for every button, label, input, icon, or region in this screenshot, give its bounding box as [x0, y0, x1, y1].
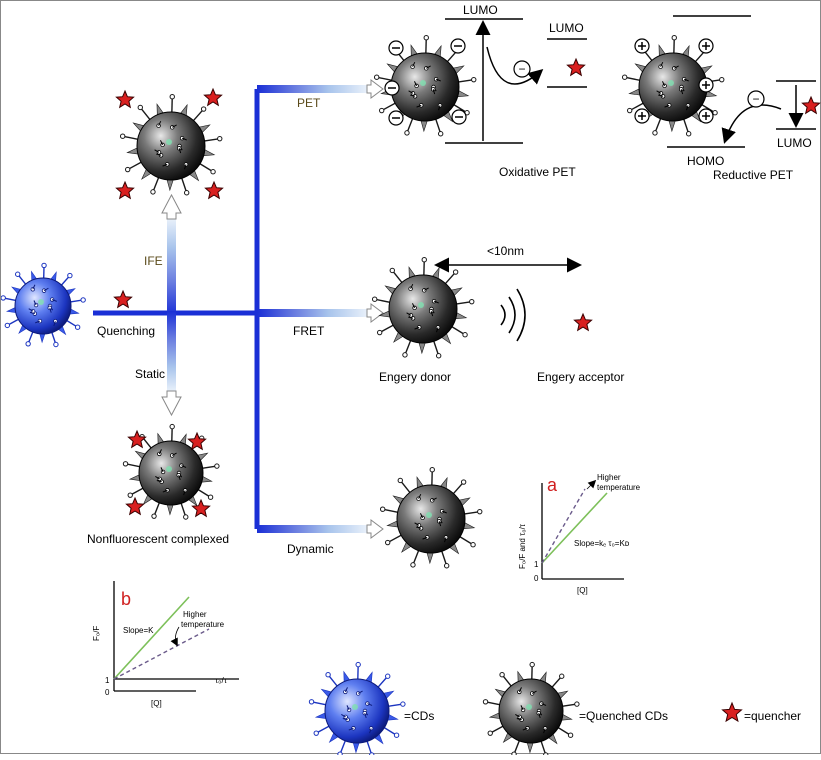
pet-arrow-icon — [367, 80, 383, 98]
reductive-quencher-star-icon — [802, 97, 819, 113]
nonfluorescent-label: Nonfluorescent complexed — [87, 532, 229, 546]
reductive-electron-arrow — [725, 105, 781, 141]
static-arrow-icon — [162, 391, 181, 415]
acceptor-lumo-label: LUMO — [549, 21, 584, 35]
negative-charge-icon-2 — [451, 39, 465, 53]
graph-b-annotation-1: Higher — [183, 610, 207, 619]
graph-a: a Higher temperature Slope=kₑ τ₀=Kᴅ [Q] … — [518, 473, 641, 595]
positive-charge-icon-5 — [699, 78, 713, 92]
graph-a-slope: Slope=kₑ τ₀=Kᴅ — [574, 539, 630, 548]
static-quencher-star-icon-2 — [188, 433, 205, 449]
ife-quencher-star-icon-1 — [116, 91, 133, 107]
starting-cd-particle-icon — [1, 263, 85, 346]
fret-label: FRET — [293, 324, 325, 338]
graph-b-slope: Slope=K — [123, 626, 154, 635]
energy-acceptor-label: Engery acceptor — [537, 370, 624, 384]
graph-a-y0: 1 — [534, 560, 539, 569]
donor-cd-icon — [372, 258, 473, 358]
free-quencher-star-icon — [114, 291, 131, 307]
graph-b-dashed-line — [114, 629, 209, 679]
negative-charge-icon-5 — [452, 110, 466, 124]
fret-arrow-icon — [367, 304, 383, 322]
static-label: Static — [135, 367, 165, 381]
distance-label: <10nm — [487, 244, 524, 258]
dynamic-cd-icon — [380, 468, 481, 568]
legend-quenched-cd-icon — [483, 662, 579, 755]
ife-arrow-icon — [162, 195, 181, 219]
pet-branch — [257, 85, 367, 93]
graph-a-annotation-2: temperature — [597, 483, 641, 492]
graph-a-xlabel: [Q] — [577, 586, 588, 595]
ife-quencher-star-icon-3 — [116, 182, 133, 198]
graph-a-annotation-1: Higher — [597, 473, 621, 482]
legend-quencher-label: =quencher — [744, 709, 801, 723]
electron-transfer-arrow — [487, 47, 541, 84]
fret-branch — [257, 309, 367, 317]
graph-a-ylabel: F₀/F and τ₀/τ — [518, 523, 527, 569]
dynamic-label: Dynamic — [287, 542, 334, 556]
oxidative-pet-title: Oxidative PET — [499, 165, 576, 179]
positive-charge-icon-3 — [635, 109, 649, 123]
svg-text:−: − — [518, 62, 525, 76]
static-branch — [167, 311, 176, 391]
energy-donor-label: Engery donor — [379, 370, 451, 384]
positive-charge-icon-1 — [635, 39, 649, 53]
positive-charge-icon-2 — [699, 39, 713, 53]
graph-b-solid-line — [114, 597, 189, 679]
graph-b-tag: b — [121, 589, 131, 609]
ife-quenched-cd-icon — [120, 95, 221, 195]
dynamic-branch — [257, 525, 367, 533]
reductive-homo-label: HOMO — [687, 154, 724, 168]
particles-layer — [1, 36, 724, 755]
graph-b-xlabel: [Q] — [151, 699, 162, 708]
pet-label: PET — [297, 96, 321, 110]
reductive-pet-title: Reductive PET — [713, 168, 794, 182]
ife-label: IFE — [144, 254, 163, 268]
positive-charge-icon-4 — [699, 109, 713, 123]
graph-a-solid-line — [542, 493, 607, 563]
acceptor-quencher-star-icon — [574, 314, 591, 330]
legend-quencher-star-icon — [723, 703, 742, 721]
energy-wave-icon — [501, 289, 525, 341]
oxidative-lumo-label: LUMO — [463, 3, 498, 17]
graph-b-right-label: τ₀/τ — [215, 676, 228, 685]
svg-text:−: − — [752, 92, 759, 106]
static-quencher-star-icon-1 — [128, 431, 145, 447]
quenching-label: Quenching — [97, 324, 155, 338]
ife-quencher-star-icon-2 — [204, 89, 221, 105]
reductive-lumo-label: LUMO — [777, 136, 812, 150]
electron-marker-reductive: − — [748, 91, 764, 107]
legend-quenched-label: =Quenched CDs — [579, 709, 668, 723]
graph-a-dashed-line — [542, 489, 585, 563]
graph-a-annotation-pointer — [587, 481, 595, 489]
graph-b-x0: 0 — [105, 688, 110, 697]
legend-cd-icon — [309, 662, 405, 755]
graph-b-annotation-pointer — [175, 627, 179, 645]
graph-b-annotation-2: temperature — [181, 620, 225, 629]
ife-quencher-star-icon-4 — [205, 182, 222, 198]
ife-branch — [167, 219, 176, 315]
oxidative-quencher-star-icon — [567, 59, 584, 75]
graph-a-tag: a — [547, 475, 558, 495]
dynamic-arrow-icon — [367, 520, 383, 538]
branch-labels: PET IFE Quenching Static FRET Dynamic No… — [87, 96, 334, 556]
negative-charge-icon-1 — [389, 41, 403, 55]
graph-b: b Higher temperature Slope=K τ₀/τ [Q] 1 … — [92, 581, 239, 708]
negative-charge-icon-4 — [389, 111, 403, 125]
static-quencher-star-icon-3 — [126, 498, 143, 514]
graph-a-x0: 0 — [534, 574, 539, 583]
negative-charge-icon-3 — [385, 81, 399, 95]
legend-cds-label: =CDs — [404, 709, 434, 723]
graph-b-ylabel: F₀/F — [92, 626, 101, 641]
electron-marker-oxidative: − — [514, 61, 530, 77]
graph-b-y0: 1 — [105, 676, 110, 685]
